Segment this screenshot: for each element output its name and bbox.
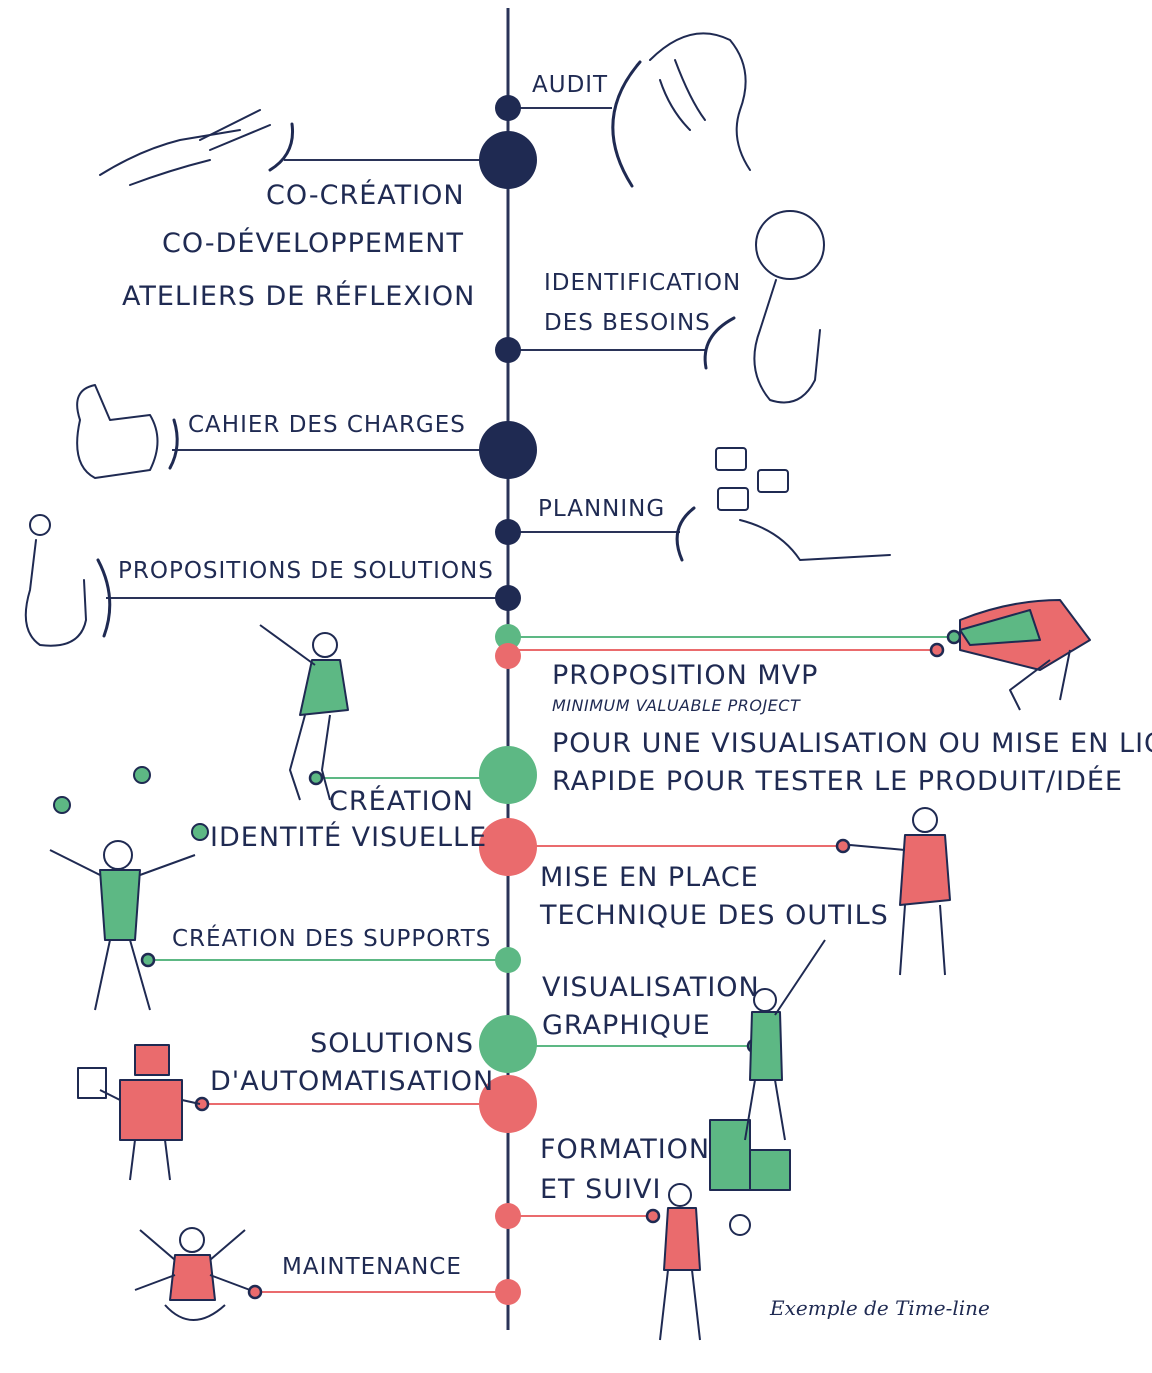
hand-ear-illustration — [649, 32, 751, 171]
node-besoins — [495, 337, 521, 363]
bracket-propositions — [96, 558, 112, 638]
node-propositions — [495, 585, 521, 611]
label-cocreation-3: ATELIERS DE RÉFLEXION — [122, 281, 476, 312]
wrench-person-illustration — [849, 807, 951, 976]
node-formation — [495, 1203, 521, 1229]
bracket-cahier — [168, 418, 179, 470]
caption: Exemple de Time-line — [770, 1296, 990, 1320]
node-identite — [479, 746, 537, 804]
hands-pencils-illustration — [99, 109, 271, 186]
node-outils — [479, 818, 537, 876]
label-supports: CRÉATION DES SUPPORTS — [172, 926, 492, 952]
magnifier-hand-illustration — [753, 210, 825, 404]
label-propositions: PROPOSITIONS DE SOLUTIONS — [118, 558, 494, 584]
end-dot-mvp-red — [929, 642, 945, 658]
label-cocreation-1: CO-CRÉATION — [266, 180, 465, 211]
key-person-illustration — [659, 1183, 751, 1341]
label-outils-2: TECHNIQUE DES OUTILS — [540, 900, 889, 931]
label-mvp-line2: RAPIDE POUR TESTER LE PRODUIT/IDÉE — [552, 766, 1123, 797]
node-visualisation — [479, 1015, 537, 1073]
multi-arm-meditator-illustration — [134, 1227, 251, 1321]
label-mvp-title: PROPOSITION MVP — [552, 660, 819, 691]
label-formation-1: FORMATION — [540, 1134, 711, 1165]
label-formation-2: ET SUIVI — [540, 1174, 662, 1205]
label-automatisation-1: SOLUTIONS — [310, 1028, 474, 1059]
node-cocreation — [479, 131, 537, 189]
node-maintenance — [495, 1279, 521, 1305]
bracket-audit — [611, 60, 642, 188]
node-mvp-green — [495, 624, 521, 650]
label-planning: PLANNING — [538, 496, 666, 522]
robot-illustration — [77, 1044, 201, 1181]
label-identite-2: IDENTITÉ VISUELLE — [210, 822, 488, 853]
thumbs-up-illustration — [76, 384, 159, 479]
label-cocreation-2: CO-DÉVELOPPEMENT — [162, 228, 464, 259]
node-cahier — [479, 421, 537, 479]
node-planning — [495, 519, 521, 545]
juggler-illustration — [49, 766, 209, 1011]
end-dot-formation — [645, 1208, 661, 1224]
label-outils-1: MISE EN PLACE — [540, 862, 759, 893]
podium-person-illustration — [709, 939, 826, 1191]
bracket-besoins — [703, 316, 736, 370]
selfie-person-illustration — [259, 624, 349, 801]
end-dot-maintenance — [247, 1284, 263, 1300]
node-mvp-red — [495, 643, 521, 669]
pointing-hand-illustration — [24, 514, 87, 647]
end-dot-identite — [308, 770, 324, 786]
label-mvp-subtitle: MINIMUM VALUABLE PROJECT — [552, 696, 801, 715]
label-audit: AUDIT — [532, 72, 609, 98]
label-visualisation-2: GRAPHIQUE — [542, 1010, 711, 1041]
label-identite-1: CRÉATION — [329, 786, 474, 817]
label-mvp-line1: POUR UNE VISUALISATION OU MISE EN LIGNE — [552, 728, 1152, 759]
label-besoins-2: DES BESOINS — [544, 310, 711, 336]
bracket-cocreation — [268, 122, 295, 172]
planning-hand-illustration — [715, 447, 891, 561]
flying-hero-illustration — [959, 599, 1091, 711]
end-dot-supports — [140, 952, 156, 968]
bracket-planning — [675, 506, 696, 562]
end-dot-mvp-green — [946, 629, 962, 645]
node-supports — [495, 947, 521, 973]
label-visualisation-1: VISUALISATION — [542, 972, 760, 1003]
label-automatisation-2: D'AUTOMATISATION — [210, 1066, 495, 1097]
node-automatisation — [479, 1075, 537, 1133]
node-audit — [495, 95, 521, 121]
end-dot-outils — [835, 838, 851, 854]
label-cahier: CAHIER DES CHARGES — [188, 412, 466, 438]
label-besoins-1: IDENTIFICATION — [544, 270, 742, 296]
label-maintenance: MAINTENANCE — [282, 1254, 462, 1280]
